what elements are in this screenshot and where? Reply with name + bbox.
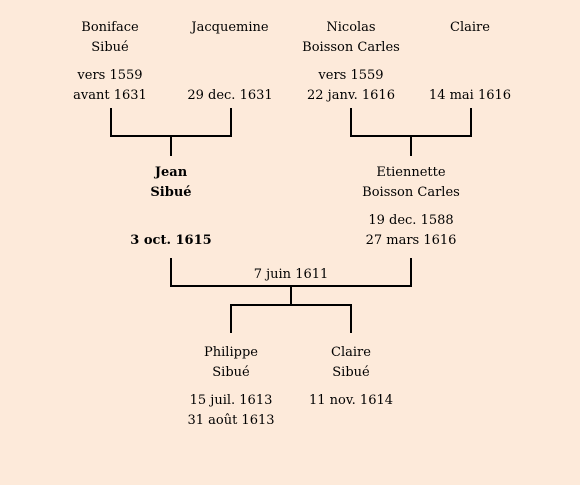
person-name-line2: Sibué: [212, 365, 250, 380]
person-name-line1: Claire: [450, 20, 490, 35]
person-death: 31 août 1613: [187, 413, 275, 428]
person-name-line2: Boisson Carles: [302, 40, 400, 55]
person-birth: vers 1559: [318, 68, 384, 83]
person-death: [286, 411, 416, 431]
person-death: 14 mai 1616: [428, 88, 512, 103]
person-philippe-sibue[interactable]: Philippe Sibué 15 juil. 1613 31 août 161…: [166, 343, 296, 431]
person-birth: [405, 66, 535, 86]
person-name-line2: Boisson Carles: [362, 185, 460, 200]
connector-boisson-grandparents: [350, 108, 472, 156]
person-name-line1: Philippe: [204, 345, 258, 360]
person-death: 29 dec. 1631: [187, 88, 273, 103]
person-claire-grandmother[interactable]: Claire 14 mai 1616: [405, 18, 535, 106]
person-name-line1: Boniface: [81, 20, 139, 35]
person-jacquemine[interactable]: Jacquemine 29 dec. 1631: [165, 18, 295, 106]
person-death: 22 janv. 1616: [307, 88, 395, 103]
person-name-line1: Jacquemine: [191, 20, 269, 35]
person-jean-sibue[interactable]: Jean Sibué 3 oct. 1615: [106, 163, 236, 251]
person-name-line2: Sibué: [150, 185, 192, 200]
person-death: avant 1631: [73, 88, 147, 103]
person-birth: [165, 66, 295, 86]
person-birth: [106, 211, 236, 231]
person-name-line2: [405, 38, 535, 58]
connector-sibue-grandparents: [110, 108, 232, 156]
person-name-line2: [165, 38, 295, 58]
connector-children: [230, 286, 352, 333]
person-claire-sibue[interactable]: Claire Sibué 11 nov. 1614: [286, 343, 416, 431]
marriage-date: 7 juin 1611: [253, 267, 329, 282]
person-death: 3 oct. 1615: [130, 233, 212, 248]
person-birth: 15 juil. 1613: [189, 393, 273, 408]
person-etiennette-boisson-carles[interactable]: Etiennette Boisson Carles 19 dec. 1588 2…: [346, 163, 476, 251]
person-birth: 19 dec. 1588: [368, 213, 454, 228]
person-death: 27 mars 1616: [365, 233, 457, 248]
person-birth: 11 nov. 1614: [308, 393, 394, 408]
person-name-line1: Jean: [154, 165, 188, 180]
person-boniface-sibue[interactable]: Boniface Sibué vers 1559 avant 1631: [45, 18, 175, 106]
person-name-line1: Etiennette: [376, 165, 446, 180]
person-name-line1: Nicolas: [326, 20, 376, 35]
person-nicolas-boisson-carles[interactable]: Nicolas Boisson Carles vers 1559 22 janv…: [286, 18, 416, 106]
person-name-line1: Claire: [331, 345, 371, 360]
person-birth: vers 1559: [77, 68, 143, 83]
person-name-line2: Sibué: [332, 365, 370, 380]
person-name-line2: Sibué: [91, 40, 129, 55]
